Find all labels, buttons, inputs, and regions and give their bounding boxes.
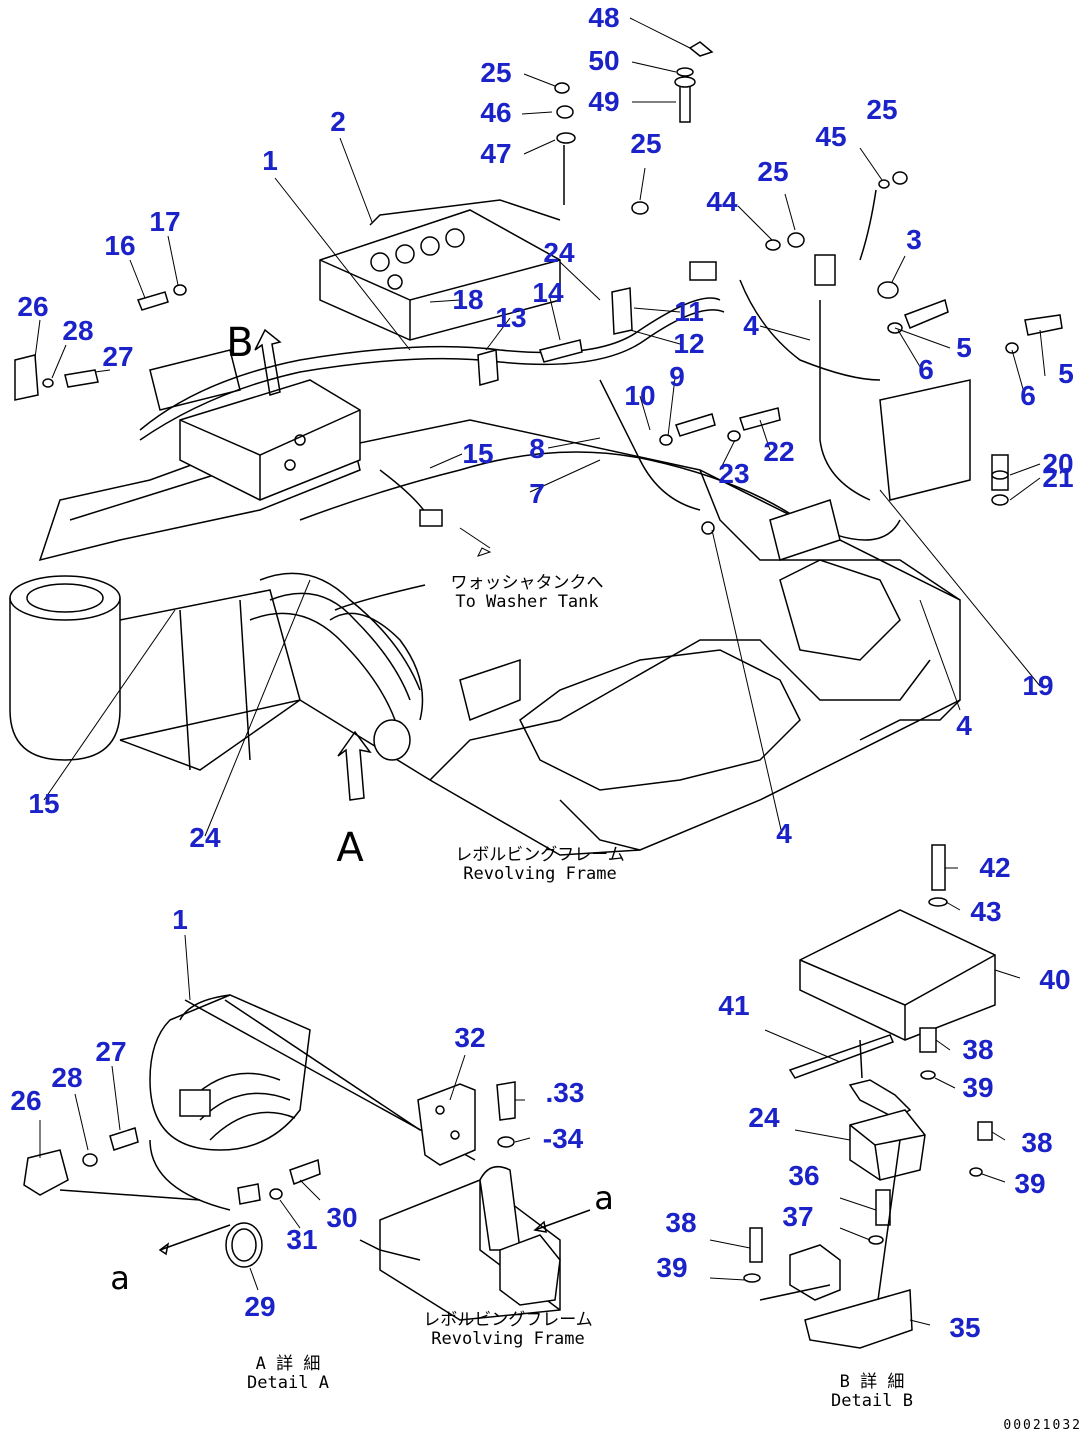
- callout-27: 27: [102, 341, 134, 372]
- callout-37: 37: [782, 1201, 814, 1232]
- leader-lines-details: [39, 867, 1021, 1326]
- note-revolving-frame-main: レボルビングフレーム Revolving Frame: [455, 845, 625, 884]
- callout-2: 2: [330, 106, 346, 137]
- detail-b-drawing: [743, 844, 996, 1349]
- callout-6: 6: [1020, 380, 1036, 411]
- callout-25: 25: [630, 128, 662, 159]
- tool-box: [149, 349, 361, 501]
- callout-10: 10: [624, 380, 656, 411]
- view-letter-b: B: [226, 320, 254, 366]
- callout-9: 9: [669, 361, 685, 392]
- view-letter-a: A: [336, 825, 364, 871]
- callout-1: 1: [172, 904, 188, 935]
- callout-39: 39: [962, 1072, 994, 1103]
- note-revolving-frame-detail: レボルビングフレーム Revolving Frame: [423, 1310, 593, 1349]
- battery-box: [319, 199, 561, 341]
- callout-22: 22: [763, 436, 795, 467]
- document-number: 00021032: [1003, 1418, 1082, 1433]
- callout-48: 48: [588, 2, 620, 33]
- section-letter-a-right: a: [594, 1179, 614, 1217]
- callout-50: 50: [588, 45, 620, 76]
- callout-25: 25: [866, 94, 898, 125]
- section-letter-a: a: [110, 1259, 130, 1297]
- callout-24: 24: [543, 237, 575, 268]
- callout-38: 38: [665, 1207, 697, 1238]
- detail-a-drawing: [23, 994, 476, 1268]
- callout-31: 31: [286, 1224, 318, 1255]
- callout-28: 28: [51, 1062, 83, 1093]
- callout-43: 43: [970, 896, 1002, 927]
- callout-12: 12: [673, 328, 705, 359]
- callout-30: 30: [326, 1202, 358, 1233]
- callout-11: 11: [674, 296, 704, 327]
- callout-25: 25: [757, 156, 789, 187]
- callout-21: 21: [1042, 462, 1074, 493]
- callout-7: 7: [529, 478, 545, 509]
- callout-42: 42: [979, 852, 1011, 883]
- note-to-washer-tank: ワォッシャタンクへ To Washer Tank: [450, 573, 604, 612]
- small-fasteners-main: [14, 41, 1063, 535]
- callout-38: 38: [962, 1034, 994, 1065]
- callout-4: 4: [743, 310, 759, 341]
- callout-28: 28: [62, 315, 94, 346]
- callout-4: 4: [776, 818, 792, 849]
- callout-34: -34: [542, 1123, 584, 1154]
- callout-19: 19: [1022, 670, 1054, 701]
- callout-33: .33: [545, 1077, 585, 1108]
- callout-49: 49: [588, 86, 620, 117]
- callout-23: 23: [718, 458, 750, 489]
- connector-plate-and-relay: [329, 379, 971, 761]
- callout-3: 3: [906, 224, 922, 255]
- note-detail-b: B 詳 細 Detail B: [831, 1372, 913, 1411]
- main-wiring-harness: [139, 254, 901, 721]
- callout-39: 39: [1014, 1168, 1046, 1199]
- leader-lines-main: [34, 17, 1046, 837]
- callout-41: 41: [718, 990, 750, 1021]
- boom-bracket-cylinder: [9, 429, 361, 771]
- callout-40: 40: [1039, 964, 1071, 995]
- callout-44: 44: [706, 186, 738, 217]
- callout-5: 5: [956, 332, 972, 363]
- callout-36: 36: [788, 1160, 820, 1191]
- callout-5: 5: [1058, 358, 1074, 389]
- callout-27: 27: [95, 1036, 127, 1067]
- callout-25: 25: [480, 57, 512, 88]
- callout-32: 32: [454, 1022, 486, 1053]
- callout-47: 47: [480, 138, 512, 169]
- callout-13: 13: [495, 302, 527, 333]
- callout-24: 24: [189, 822, 221, 853]
- callout-17: 17: [149, 206, 181, 237]
- callout-38: 38: [1021, 1127, 1053, 1158]
- callout-15: 15: [28, 788, 60, 819]
- revolving-frame-outline: [69, 419, 961, 856]
- callout-26: 26: [17, 291, 49, 322]
- callout-35: 35: [949, 1312, 981, 1343]
- callout-18: 18: [452, 284, 484, 315]
- callout-1: 1: [262, 145, 278, 176]
- callout-39: 39: [656, 1252, 688, 1283]
- callout-16: 16: [104, 230, 136, 261]
- callout-24: 24: [748, 1102, 780, 1133]
- callout-6: 6: [918, 354, 934, 385]
- view-arrows: [254, 328, 426, 801]
- callout-29: 29: [244, 1291, 276, 1322]
- callout-15: 15: [462, 438, 494, 469]
- callout-4: 4: [956, 710, 972, 741]
- callout-45: 45: [815, 121, 847, 152]
- callout-20: 20: [1042, 448, 1074, 479]
- callout-46: 46: [480, 97, 512, 128]
- callout-8: 8: [529, 433, 545, 464]
- callout-26: 26: [10, 1085, 42, 1116]
- detail-a-frame-bracket: [379, 1081, 591, 1321]
- note-detail-a: A 詳 細 Detail A: [247, 1354, 329, 1393]
- callout-14: 14: [532, 277, 564, 308]
